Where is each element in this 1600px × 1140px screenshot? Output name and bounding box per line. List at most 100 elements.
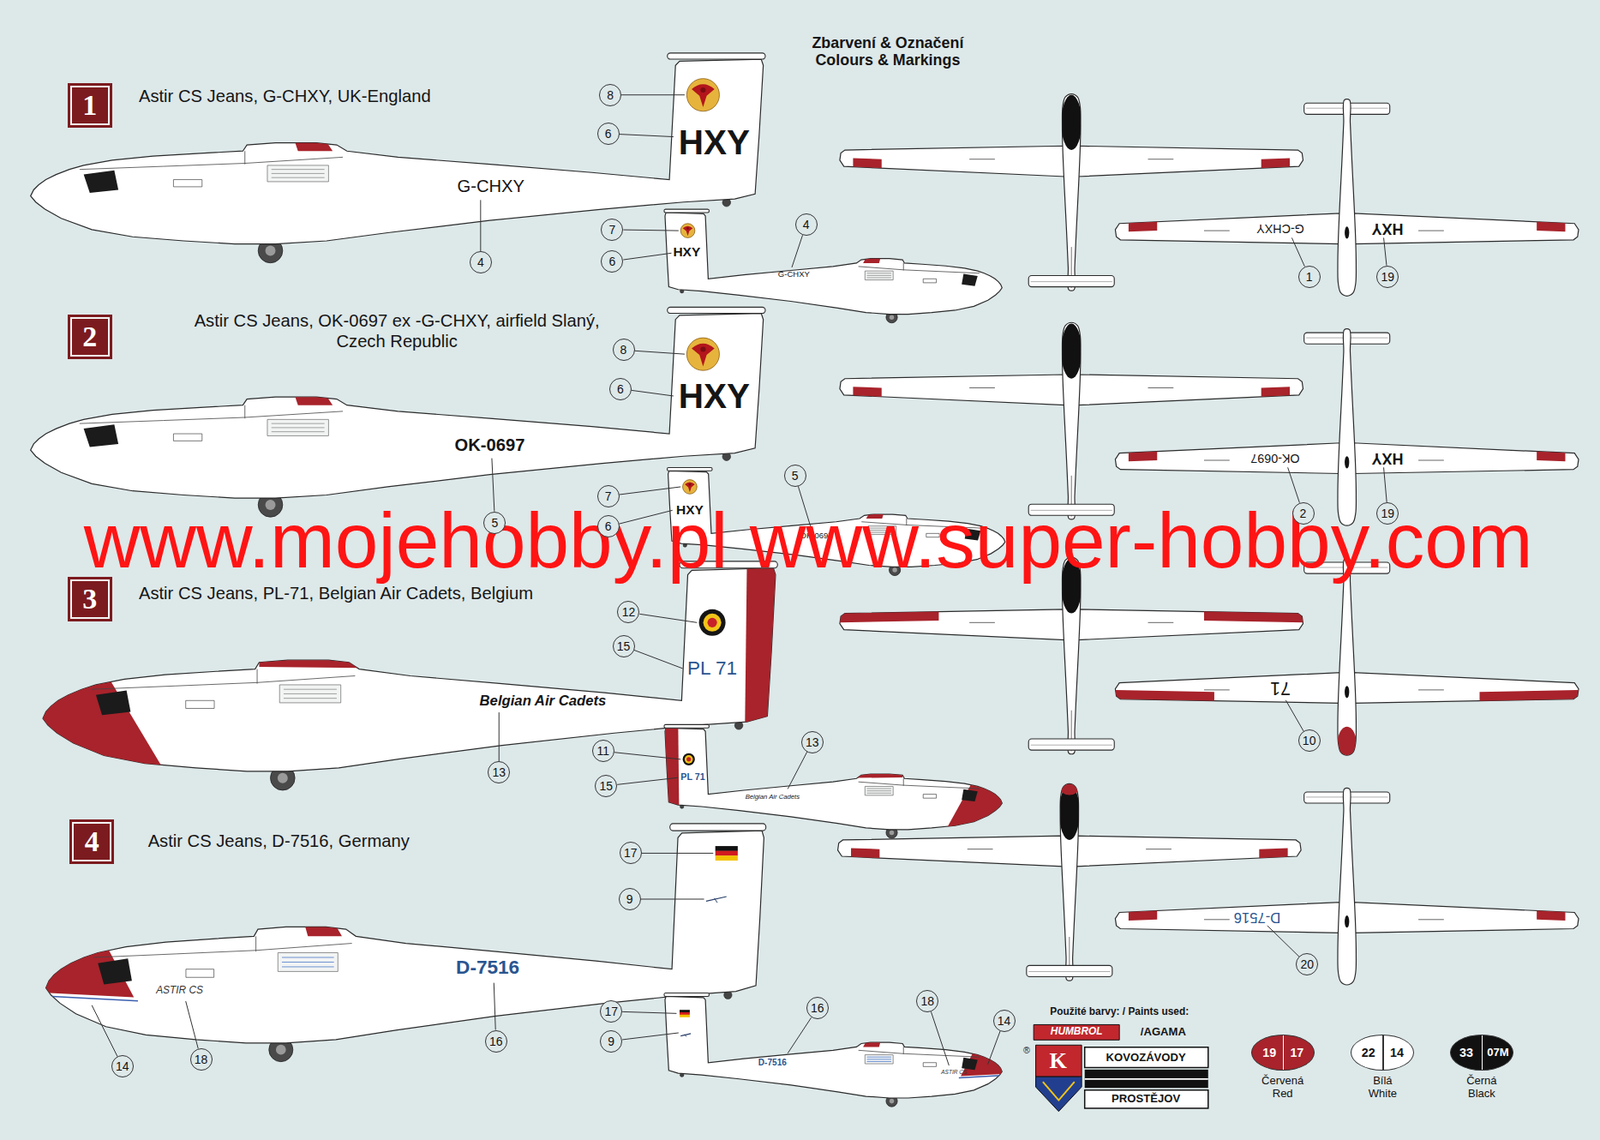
glider-top-view (834, 557, 1308, 755)
callout-number: 18 (921, 994, 935, 1007)
variant-number-box: 1 (67, 83, 113, 128)
callout-number: 4 (802, 218, 810, 231)
cockpit-panel (83, 424, 119, 447)
callout-number: 7 (609, 223, 617, 236)
club-logo (706, 896, 727, 903)
paint-code: 07M (1486, 1045, 1509, 1059)
fin-code: HXY (678, 121, 750, 162)
spoiler-mark (1204, 689, 1230, 690)
window-stripe (867, 792, 892, 794)
variant-number: 4 (84, 826, 100, 857)
paint-code: 33 (1459, 1044, 1474, 1059)
swatch-divider (1382, 1035, 1384, 1070)
tailplane (667, 306, 766, 313)
canopy-frame (257, 669, 258, 684)
leader-line (641, 852, 714, 854)
window-stripe (867, 1056, 892, 1058)
tailplane (664, 993, 710, 997)
canopy-frame (903, 1046, 905, 1055)
callout-circle: 15 (612, 635, 636, 658)
belgian-roundel (683, 753, 696, 766)
tailplane (664, 724, 710, 728)
callout-circle: 15 (594, 774, 618, 798)
wheel-hub (265, 245, 276, 256)
drawing-part (689, 483, 692, 486)
tailplane (667, 53, 766, 60)
paints-heading: Použité barvy: / Paints used: (1049, 1006, 1189, 1019)
wing (839, 374, 1066, 406)
wing (839, 145, 1066, 177)
drawing-part (699, 609, 726, 636)
registration: G-CHXY (778, 269, 810, 280)
leader-line (639, 613, 697, 623)
red-nose (1059, 778, 1080, 795)
variant-heading: Astir CS Jeans, PL-71, Belgian Air Cadet… (138, 583, 534, 604)
wing (1353, 902, 1579, 934)
wing (1353, 443, 1579, 474)
leader-line (641, 898, 705, 899)
cockpit-panel (83, 170, 119, 193)
elevator-hinge (1028, 970, 1110, 972)
callout-number: 9 (626, 892, 634, 905)
callout-circle: 13 (801, 731, 824, 754)
window-stripe (283, 689, 337, 690)
red-wingtip (1204, 604, 1308, 623)
variant-number-box: 4 (69, 819, 114, 864)
drawing-part (707, 617, 718, 628)
red-wingtip (1258, 847, 1288, 861)
callout-number: 10 (1302, 734, 1317, 747)
leader-line (623, 252, 672, 260)
drawing-part (686, 756, 691, 762)
paint-brand: /AGAMA (1140, 1024, 1187, 1038)
callout-circle: 12 (617, 600, 640, 624)
red-nose (1336, 726, 1358, 768)
variant-number: 3 (82, 584, 97, 614)
callout-circle: 7 (600, 218, 624, 241)
red-wingtip (1261, 158, 1290, 172)
spoiler-mark (969, 387, 995, 389)
red-marking (941, 780, 1005, 837)
callout-number: 8 (606, 89, 614, 102)
paint-brand-logo: K (1049, 1048, 1067, 1074)
paint-name: Červená Red (1259, 1074, 1307, 1101)
seat-rail (922, 278, 936, 283)
wheel-hub (889, 314, 894, 320)
drawing-part (686, 337, 720, 371)
callout-circle: 11 (592, 739, 615, 762)
glider-top-view (839, 322, 1304, 520)
canopy-frame (244, 405, 246, 419)
callout-circle: 6 (609, 377, 632, 401)
callout-number: 19 (1381, 507, 1396, 520)
leader-line (634, 649, 684, 669)
paint-code: 22 (1361, 1044, 1376, 1059)
drawing-part (680, 223, 696, 239)
trademark-sign: ® (1023, 1044, 1031, 1055)
tailplane (1026, 964, 1113, 977)
red-wingtip (1128, 218, 1157, 232)
window-stripe (281, 965, 335, 967)
watermark: www.mojehobby.pl www.super-hobby.com (83, 500, 1534, 579)
wheel-hub (889, 1098, 894, 1104)
underwing-code: HXY (1372, 219, 1404, 238)
drawing-part (700, 346, 706, 352)
callout-circle: 1 (1298, 265, 1321, 288)
glider-bottom-view (1114, 329, 1579, 527)
callout-number: 14 (115, 1060, 130, 1073)
paint-marks (83, 392, 334, 447)
spoiler-mark (1148, 387, 1175, 389)
drawing-part (679, 1014, 690, 1018)
callout-circle: 17 (619, 841, 642, 864)
red-wingtip (1479, 689, 1583, 708)
wheel (1344, 226, 1349, 239)
fin-code: HXY (678, 376, 750, 417)
wing (1114, 443, 1341, 474)
drawing-part (691, 83, 715, 108)
fuselage-titling: Belgian Air Cadets (479, 692, 607, 709)
fin-emblem (686, 78, 720, 112)
fuselage (1337, 557, 1356, 756)
type-logo: ASTIR CS (155, 984, 204, 997)
callout-circle: 8 (599, 83, 622, 107)
nose-marks (1059, 778, 1080, 839)
callout-number: 6 (617, 383, 624, 396)
seat-rail (173, 179, 202, 187)
